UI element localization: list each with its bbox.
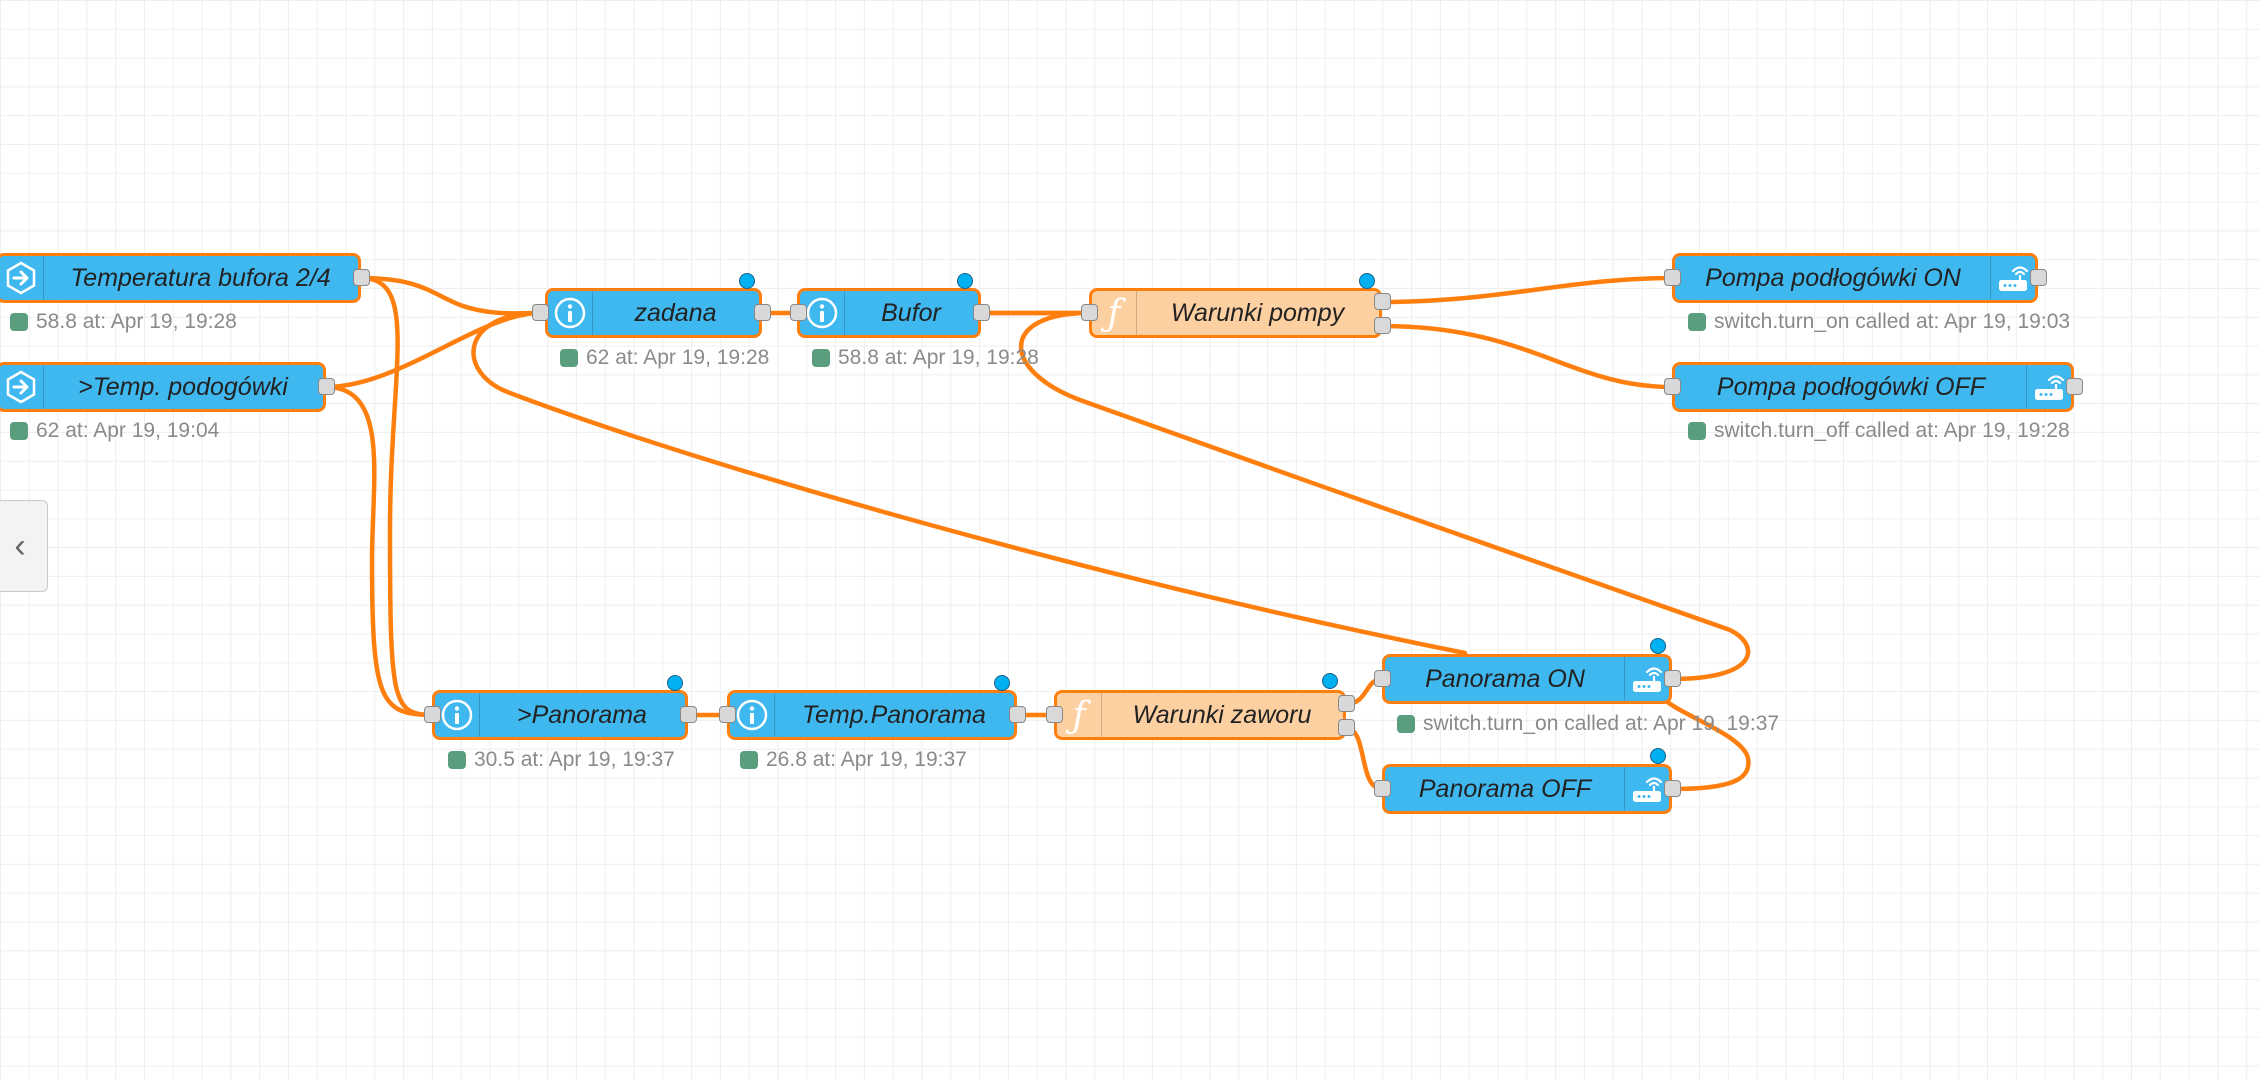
wire[interactable]	[1379, 323, 1675, 390]
info-icon	[800, 291, 845, 335]
wire[interactable]	[323, 384, 435, 718]
function-icon: ƒ	[1057, 693, 1102, 737]
event-state-icon	[0, 365, 44, 409]
changed-indicator	[994, 675, 1010, 691]
node-pompa-off[interactable]: Pompa podłogówki OFF	[1672, 362, 2074, 412]
node-status: switch.turn_off called at: Apr 19, 19:28	[1688, 419, 2070, 443]
status-dot	[448, 751, 466, 769]
node-label: Pompa podłogówki ON	[1705, 263, 1961, 292]
input-port[interactable]	[1664, 269, 1681, 286]
node-label: >Panorama	[517, 700, 647, 729]
output-port[interactable]	[1664, 670, 1681, 687]
input-port[interactable]	[1081, 304, 1098, 321]
status-dot	[1688, 313, 1706, 331]
node-label: Pompa podłogówki OFF	[1716, 372, 1986, 401]
router-icon	[2026, 365, 2071, 409]
event-state-icon	[0, 256, 44, 300]
node-warunki-pompy[interactable]: ƒ Warunki pompy	[1089, 288, 1382, 338]
changed-indicator	[667, 675, 683, 691]
input-port[interactable]	[1664, 378, 1681, 395]
status-dot	[1397, 715, 1415, 733]
output-port[interactable]	[2066, 378, 2083, 395]
input-port[interactable]	[532, 304, 549, 321]
status-dot	[740, 751, 758, 769]
output-port[interactable]	[2030, 269, 2047, 286]
output-port[interactable]	[1664, 780, 1681, 797]
router-icon	[1624, 767, 1669, 811]
input-port[interactable]	[1374, 780, 1391, 797]
output-port[interactable]	[353, 269, 370, 286]
info-icon	[435, 693, 480, 737]
node-label: Panorama ON	[1425, 664, 1585, 693]
wire[interactable]	[358, 275, 435, 718]
node-label: Warunki zaworu	[1132, 700, 1312, 729]
node-status: switch.turn_on called at: Apr 19, 19:37	[1397, 712, 1779, 736]
node-bufor[interactable]: Bufor	[797, 288, 981, 338]
input-port[interactable]	[424, 706, 441, 723]
node-status: switch.turn_on called at: Apr 19, 19:03	[1688, 310, 2070, 334]
node-label: Panorama OFF	[1418, 774, 1592, 803]
info-icon	[548, 291, 593, 335]
node-label: Temp.Panorama	[802, 700, 986, 729]
input-port[interactable]	[1374, 670, 1391, 687]
node-zadana[interactable]: zadana	[545, 288, 762, 338]
wire[interactable]	[358, 275, 543, 316]
node-status: 58.8 at: Apr 19, 19:28	[812, 346, 1039, 370]
node-label: Warunki pompy	[1170, 298, 1345, 327]
input-port[interactable]	[719, 706, 736, 723]
output-port[interactable]	[1374, 317, 1391, 334]
node-label: >Temp. podogówki	[78, 372, 288, 401]
node-panorama-on[interactable]: Panorama ON	[1382, 654, 1672, 704]
function-icon: ƒ	[1092, 291, 1137, 335]
node-status: 62 at: Apr 19, 19:04	[10, 419, 219, 443]
node-temp-podogowki[interactable]: >Temp. podogówki	[0, 362, 326, 412]
input-port[interactable]	[1046, 706, 1063, 723]
changed-indicator	[1322, 673, 1338, 689]
status-dot	[560, 349, 578, 367]
status-dot	[812, 349, 830, 367]
node-status: 62 at: Apr 19, 19:28	[560, 346, 769, 370]
node-status: 30.5 at: Apr 19, 19:37	[448, 748, 675, 772]
node-label: zadana	[634, 298, 717, 327]
node-temperatura-bufora[interactable]: Temperatura bufora 2/4	[0, 253, 361, 303]
router-icon	[1990, 256, 2035, 300]
node-label: Temperatura bufora 2/4	[70, 263, 331, 292]
output-port[interactable]	[1374, 293, 1391, 310]
changed-indicator	[1650, 748, 1666, 764]
wire[interactable]	[323, 310, 543, 390]
node-panorama-off[interactable]: Panorama OFF	[1382, 764, 1672, 814]
output-port[interactable]	[1338, 719, 1355, 736]
status-dot	[10, 422, 28, 440]
changed-indicator	[957, 273, 973, 289]
sidebar-collapse-tab[interactable]: ‹	[0, 500, 48, 592]
output-port[interactable]	[318, 378, 335, 395]
wire[interactable]	[471, 310, 1468, 656]
node-status: 26.8 at: Apr 19, 19:37	[740, 748, 967, 772]
output-port[interactable]	[680, 706, 697, 723]
chevron-left-icon: ‹	[14, 526, 26, 565]
node-temp-panorama[interactable]: Temp.Panorama	[727, 690, 1017, 740]
router-icon	[1624, 657, 1669, 701]
changed-indicator	[1359, 273, 1375, 289]
wire[interactable]	[1018, 310, 1751, 682]
output-port[interactable]	[1338, 695, 1355, 712]
info-icon	[730, 693, 775, 737]
changed-indicator	[1650, 638, 1666, 654]
node-warunki-zaworu[interactable]: ƒ Warunki zaworu	[1054, 690, 1346, 740]
changed-indicator	[739, 273, 755, 289]
node-status: 58.8 at: Apr 19, 19:28	[10, 310, 237, 334]
wire[interactable]	[1379, 275, 1675, 305]
output-port[interactable]	[754, 304, 771, 321]
input-port[interactable]	[790, 304, 807, 321]
status-dot	[10, 313, 28, 331]
node-label: Bufor	[881, 298, 941, 327]
status-dot	[1688, 422, 1706, 440]
node-panorama[interactable]: >Panorama	[432, 690, 688, 740]
output-port[interactable]	[1009, 706, 1026, 723]
node-pompa-on[interactable]: Pompa podłogówki ON	[1672, 253, 2038, 303]
output-port[interactable]	[973, 304, 990, 321]
